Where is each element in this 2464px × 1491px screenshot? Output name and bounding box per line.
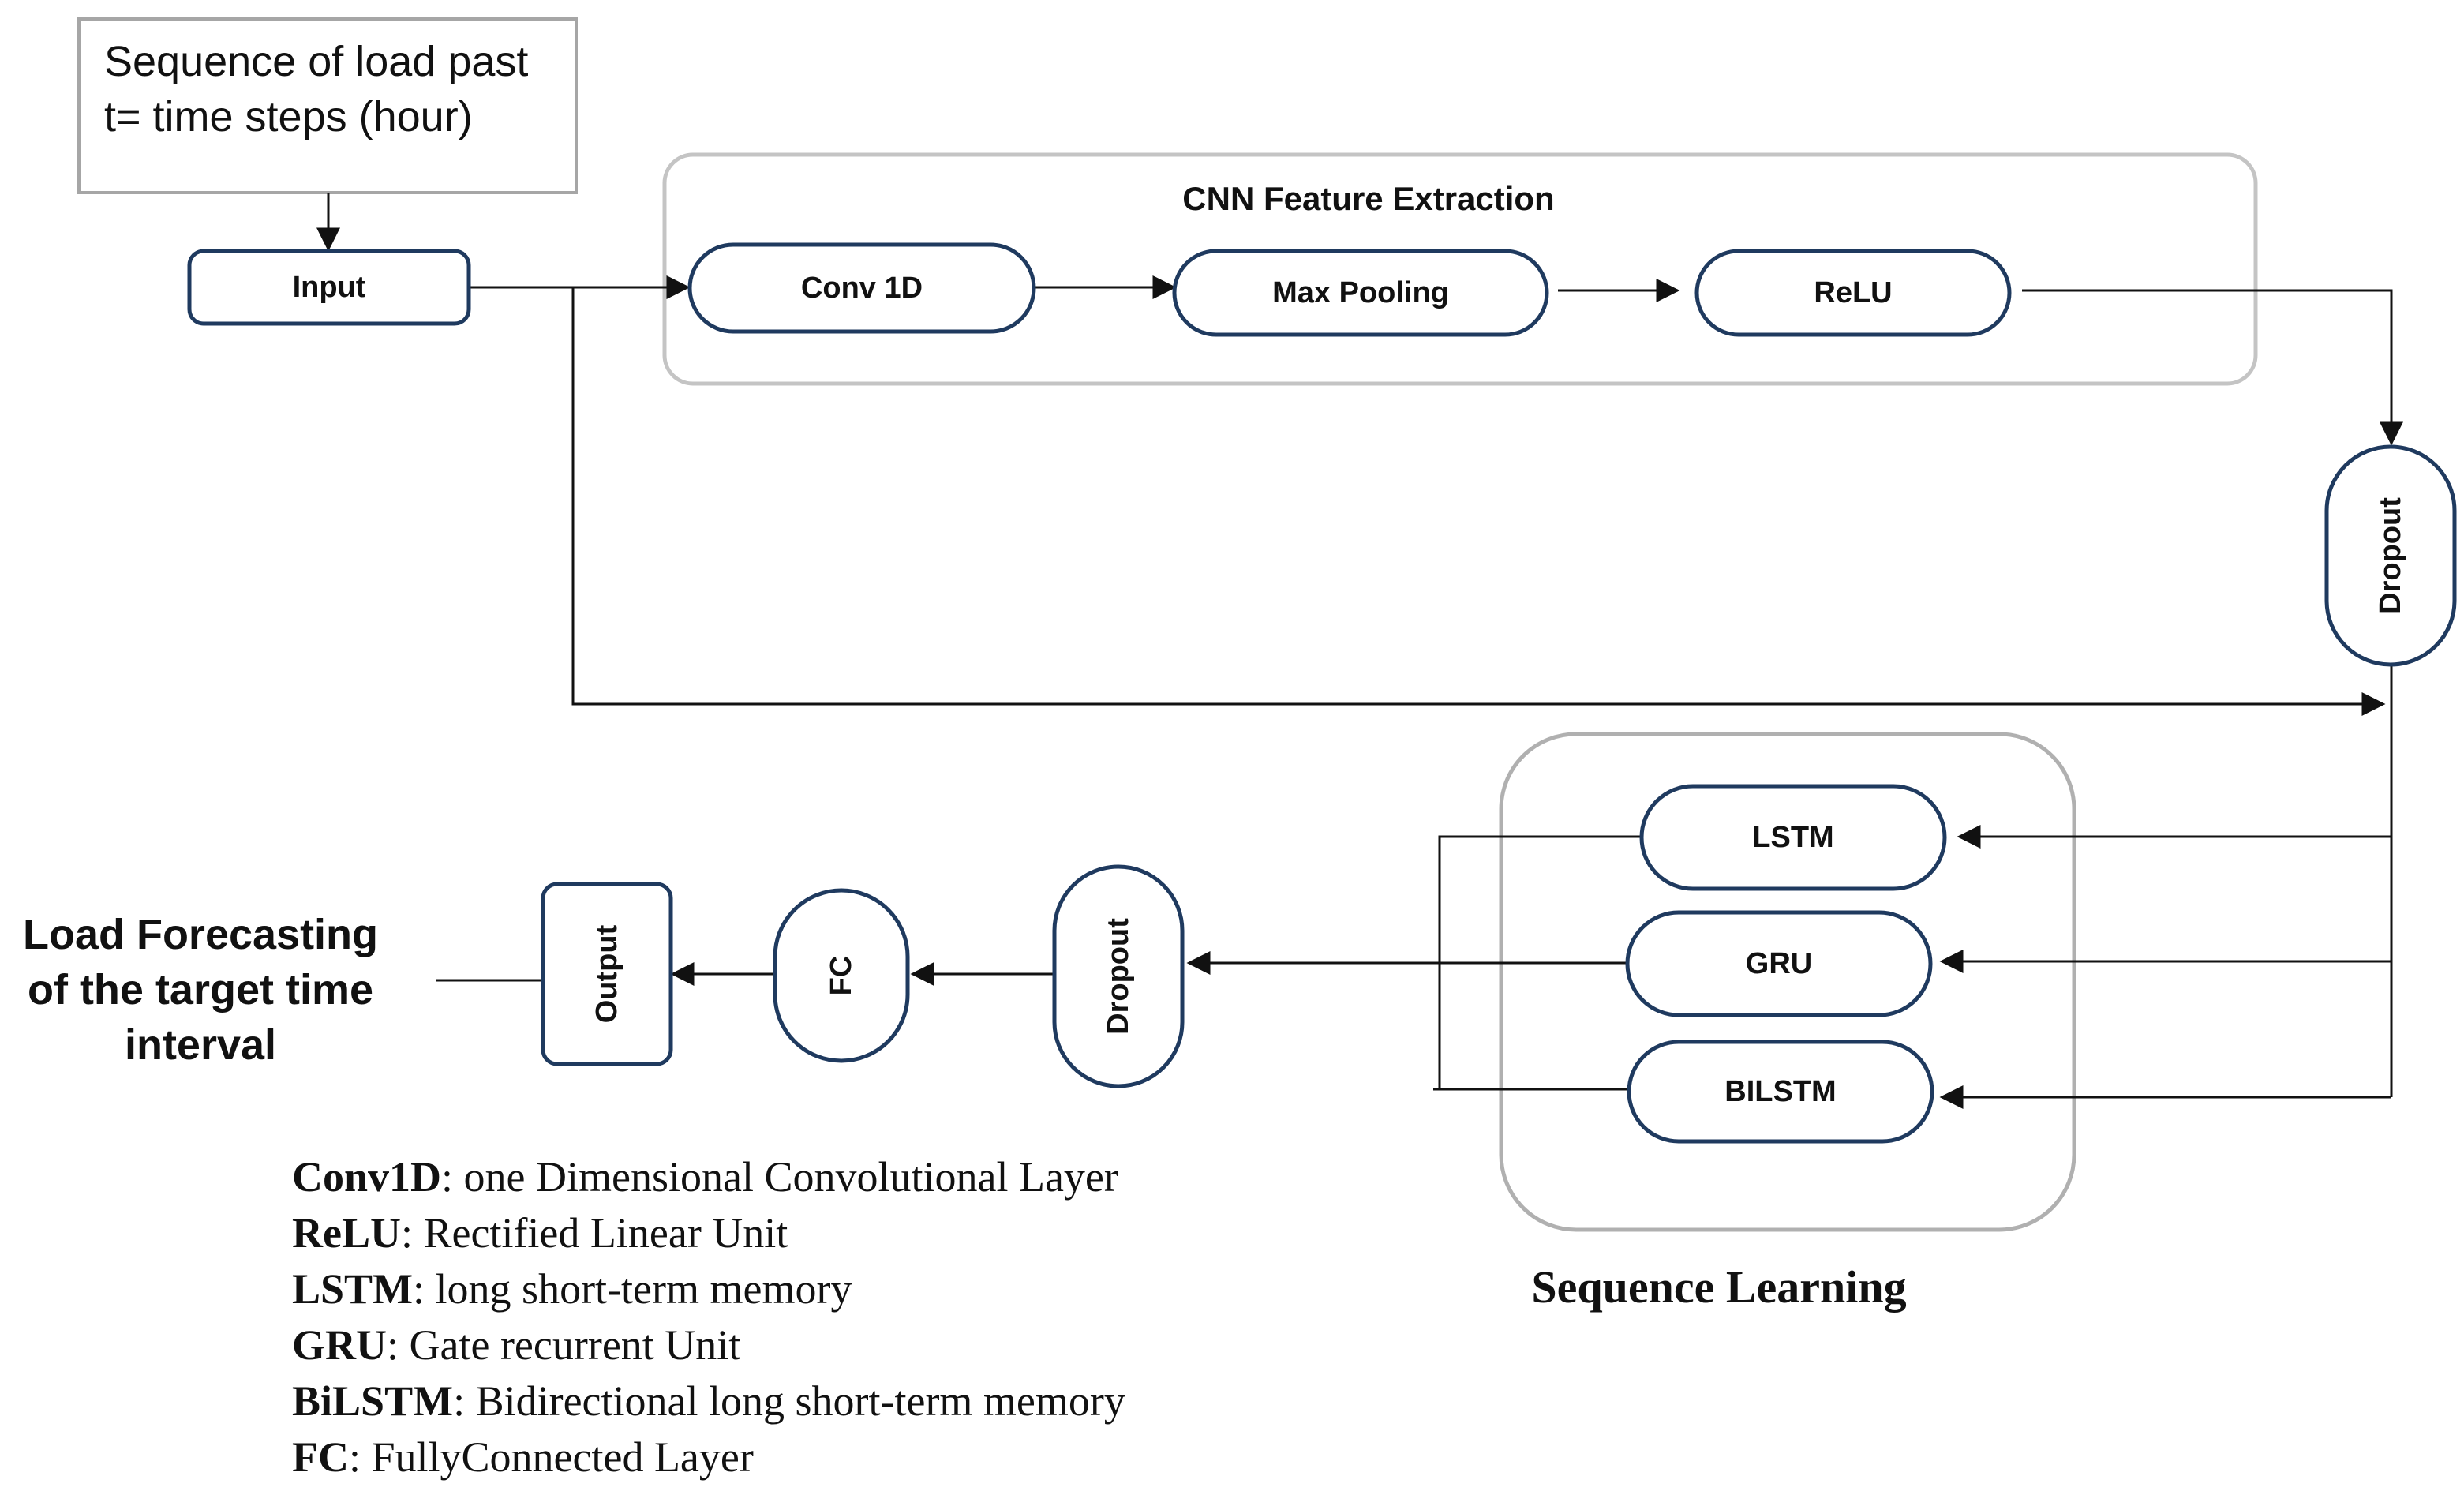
cnn-group-title: CNN Feature Extraction <box>1182 180 1554 217</box>
connectors <box>316 193 2403 1109</box>
legend-term: GRU <box>292 1321 387 1369</box>
input-description-box <box>77 17 578 194</box>
legend-item-relu: ReLU: Rectified Linear Unit <box>292 1208 788 1257</box>
lstm-node-label: LSTM <box>1752 821 1833 854</box>
fc-node-label: FC <box>825 956 858 996</box>
result-line1: Load Forecasting <box>23 911 378 958</box>
legend-item-conv1d: Conv1D: one Dimensional Convolutional La… <box>292 1152 1118 1201</box>
legend-term: BiLSTM <box>292 1377 454 1425</box>
input-node-label: Input <box>293 271 366 304</box>
legend-term: Conv1D <box>292 1153 442 1201</box>
legend-definition: : one Dimensional Convolutional Layer <box>441 1153 1118 1201</box>
legend-term: ReLU <box>292 1209 401 1257</box>
lstm-out <box>1438 835 1642 1088</box>
legend-item-gru: GRU: Gate recurrent Unit <box>292 1321 740 1369</box>
legend-term: LSTM <box>292 1265 414 1313</box>
lstm-node <box>1639 784 1947 891</box>
legend-definition: : long short-term memory <box>413 1265 852 1313</box>
dropout-right-node-label: Dropout <box>2374 497 2407 614</box>
dropout-right-node <box>2324 444 2457 667</box>
sequence-group-title: Sequence Learning <box>1531 1261 1906 1313</box>
legend-item-fc: FC: FullyConnected Layer <box>292 1433 754 1482</box>
max-pooling-node-label: Max Pooling <box>1272 276 1449 309</box>
conv1d-node <box>687 242 1036 334</box>
dropout-left-node <box>1052 864 1185 1088</box>
arrow-input-skip <box>571 287 2386 716</box>
output-node <box>541 882 673 1066</box>
fc-node <box>773 888 910 1063</box>
conv1d-node-label: Conv 1D <box>801 272 923 305</box>
input-description-line2: t= time steps (hour) <box>104 93 473 140</box>
legend-item-lstm: LSTM: long short-term memory <box>292 1264 852 1313</box>
input-node <box>187 249 471 326</box>
legend-term: FC <box>292 1433 349 1481</box>
legend-definition: : FullyConnected Layer <box>348 1433 754 1481</box>
relu-node-label: ReLU <box>1814 276 1892 309</box>
legend-definition: : Bidirectional long short-term memory <box>453 1377 1125 1425</box>
legend-item-bilstm: BiLSTM: Bidirectional long short-term me… <box>292 1377 1125 1425</box>
legend-definition: : Rectified Linear Unit <box>400 1209 788 1257</box>
max-pooling-node <box>1172 249 1549 337</box>
sequence-learning-group <box>1499 732 2076 1232</box>
legend-definition: : Gate recurrent Unit <box>387 1321 741 1369</box>
result-line2: of the target time <box>28 966 373 1013</box>
cnn-feature-extraction-group <box>662 152 2258 386</box>
bilstm-node <box>1627 1040 1934 1144</box>
arrow-relu-to-dropout <box>2022 289 2403 446</box>
input-description-line1: Sequence of load past <box>104 38 528 85</box>
gru-node <box>1625 910 1933 1017</box>
result-line3: interval <box>125 1021 276 1069</box>
output-node-label: Output <box>590 924 623 1023</box>
dropout-left-node-label: Dropout <box>1102 918 1135 1035</box>
gru-node-label: GRU <box>1746 947 1812 980</box>
bilstm-node-label: BILSTM <box>1724 1075 1836 1108</box>
relu-node <box>1694 249 2012 337</box>
